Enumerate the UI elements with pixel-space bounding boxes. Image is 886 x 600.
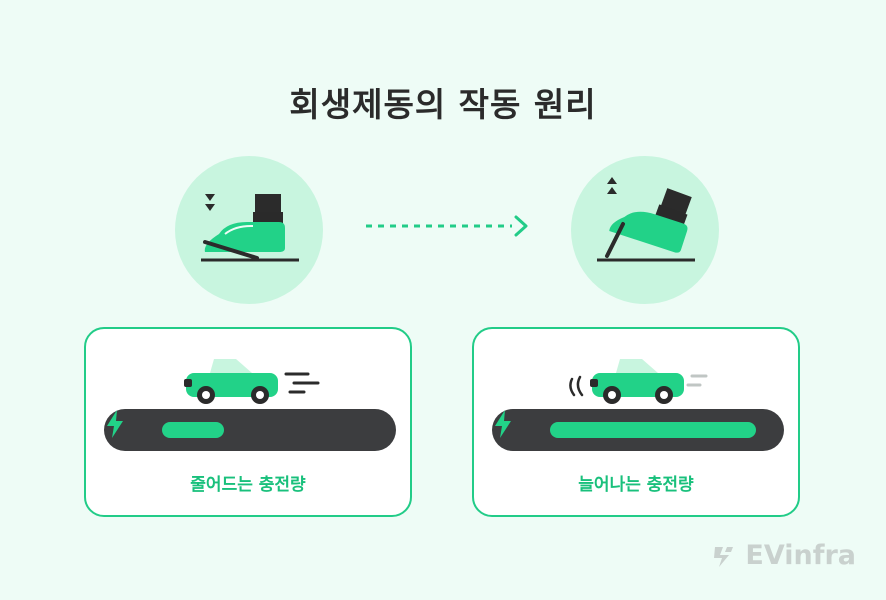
charge-caption: 늘어나는 충전량 (578, 475, 694, 495)
speed-lines-icon (284, 372, 320, 394)
charge-bar (492, 409, 784, 451)
brand-logo: EVinfra (711, 540, 856, 571)
speed-lines-icon (686, 374, 708, 387)
charge-bar (104, 409, 396, 451)
charge-caption: 줄어드는 충전량 (190, 475, 306, 495)
car-illustration (569, 359, 708, 404)
pressing-pedal-icon (201, 194, 299, 262)
charge-fill (550, 422, 756, 438)
lightning-icon (495, 410, 511, 438)
brand-logo-text: EVinfra (745, 540, 856, 571)
dotted-arrow-icon (366, 215, 528, 237)
braking-marks-icon (569, 375, 584, 397)
page-title: 회생제동의 작동 원리 (289, 85, 597, 124)
reduced-charge-panel: 줄어드는 충전량 (84, 327, 412, 517)
pressing-pedal-illustration (175, 156, 323, 304)
car-icon (590, 359, 684, 404)
releasing-pedal-illustration (571, 156, 719, 304)
increased-charge-panel: 늘어나는 충전량 (472, 327, 800, 517)
releasing-pedal-icon (597, 177, 695, 262)
car-icon (184, 359, 278, 404)
car-illustration (184, 359, 320, 404)
brand-logo-icon (714, 546, 734, 567)
charge-fill (162, 422, 224, 438)
lightning-icon (107, 410, 123, 438)
